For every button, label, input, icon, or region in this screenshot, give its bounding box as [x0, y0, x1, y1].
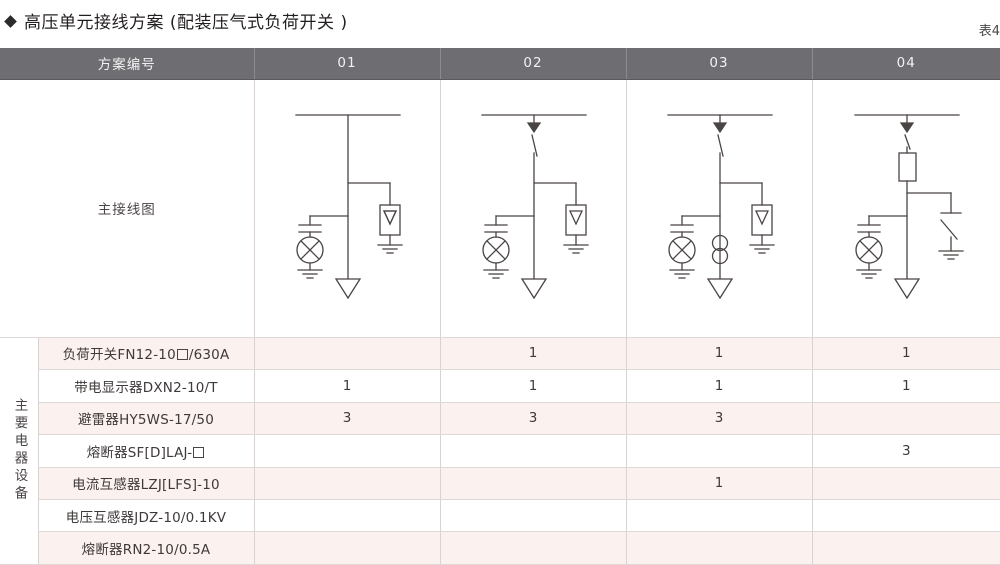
diagram-row: 主接线图 — [0, 79, 1000, 338]
header-scheme-04: 04 — [812, 48, 1000, 80]
equipment-qty: 1 — [812, 337, 1000, 371]
equipment-qty: 3 — [626, 402, 813, 436]
equipment-qty — [440, 434, 627, 468]
equipment-qty — [254, 499, 441, 533]
single-line-diagram-01 — [254, 79, 441, 338]
equipment-qty — [254, 531, 441, 565]
table-row: 电压互感器JDZ-10/0.1KV — [0, 499, 1000, 533]
scheme-table: 方案编号 01 02 03 04 主接线图 — [0, 48, 1000, 565]
equipment-name: 电压互感器JDZ-10/0.1KV — [38, 499, 255, 533]
diamond-icon — [4, 15, 17, 28]
equipment-name: 带电显示器DXN2-10/T — [38, 369, 255, 403]
equipment-qty — [254, 434, 441, 468]
header-scheme-01: 01 — [254, 48, 441, 80]
equipment-name: 熔断器RN2-10/0.5A — [38, 531, 255, 565]
diagram-row-label: 主接线图 — [0, 79, 255, 338]
table-row: 避雷器HY5WS-17/50 3 3 3 — [0, 402, 1000, 436]
single-line-diagram-03 — [626, 79, 813, 338]
equipment-qty: 1 — [626, 369, 813, 403]
equipment-qty: 1 — [626, 337, 813, 371]
diagram-04-svg — [854, 114, 964, 300]
equipment-name-suffix: /630A — [188, 347, 230, 364]
square-placeholder-icon — [193, 446, 205, 458]
table-row: 主要电器设备 负荷开关FN12-10/630A 1 1 1 — [0, 337, 1000, 565]
page-title: 高压单元接线方案 (配装压气式负荷开关 ) — [24, 13, 348, 33]
equipment-qty — [812, 499, 1000, 533]
equipment-qty: 1 — [812, 369, 1000, 403]
equipment-name: 熔断器SF[D]LAJ- — [38, 434, 255, 468]
equipment-name-prefix: 熔断器SF[D]LAJ- — [86, 444, 193, 461]
equipment-qty — [626, 531, 813, 565]
equipment-group-label: 主要电器设备 — [0, 337, 39, 565]
equipment-qty — [440, 531, 627, 565]
diagram-01-svg — [295, 114, 403, 300]
equipment-qty — [254, 467, 441, 501]
single-line-diagram-04 — [812, 79, 1000, 338]
equipment-qty — [440, 499, 627, 533]
equipment-qty: 3 — [254, 402, 441, 436]
equipment-qty — [440, 467, 627, 501]
equipment-qty — [626, 499, 813, 533]
equipment-name-prefix: 负荷开关FN12-10 — [62, 347, 176, 364]
equipment-qty: 3 — [440, 402, 627, 436]
table-header-row: 方案编号 01 02 03 04 — [0, 48, 1000, 80]
table-number: 表4 — [978, 24, 1000, 39]
header-scheme-label: 方案编号 — [0, 48, 255, 80]
title-bar: 高压单元接线方案 (配装压气式负荷开关 ) 表4 — [0, 0, 1000, 48]
header-scheme-03: 03 — [626, 48, 813, 80]
table-row: 熔断器RN2-10/0.5A — [0, 531, 1000, 565]
table-row: 带电显示器DXN2-10/T 1 1 1 1 — [0, 369, 1000, 403]
equipment-qty: 3 — [812, 434, 1000, 468]
diagram-03-svg — [667, 114, 775, 300]
equipment-name: 电流互感器LZJ[LFS]-10 — [38, 467, 255, 501]
equipment-qty: 1 — [254, 369, 441, 403]
header-scheme-02: 02 — [440, 48, 627, 80]
single-line-diagram-02 — [440, 79, 627, 338]
equipment-qty — [812, 402, 1000, 436]
equipment-qty — [626, 434, 813, 468]
equipment-qty — [254, 337, 441, 371]
square-placeholder-icon — [176, 349, 188, 361]
equipment-name: 负荷开关FN12-10/630A — [38, 337, 255, 371]
equipment-qty — [812, 531, 1000, 565]
table-row: 熔断器SF[D]LAJ- 3 — [0, 434, 1000, 468]
equipment-qty: 1 — [440, 337, 627, 371]
equipment-qty: 1 — [626, 467, 813, 501]
diagram-02-svg — [481, 114, 589, 300]
table-row: 电流互感器LZJ[LFS]-10 1 — [0, 467, 1000, 501]
equipment-qty — [812, 467, 1000, 501]
equipment-name: 避雷器HY5WS-17/50 — [38, 402, 255, 436]
equipment-qty: 1 — [440, 369, 627, 403]
